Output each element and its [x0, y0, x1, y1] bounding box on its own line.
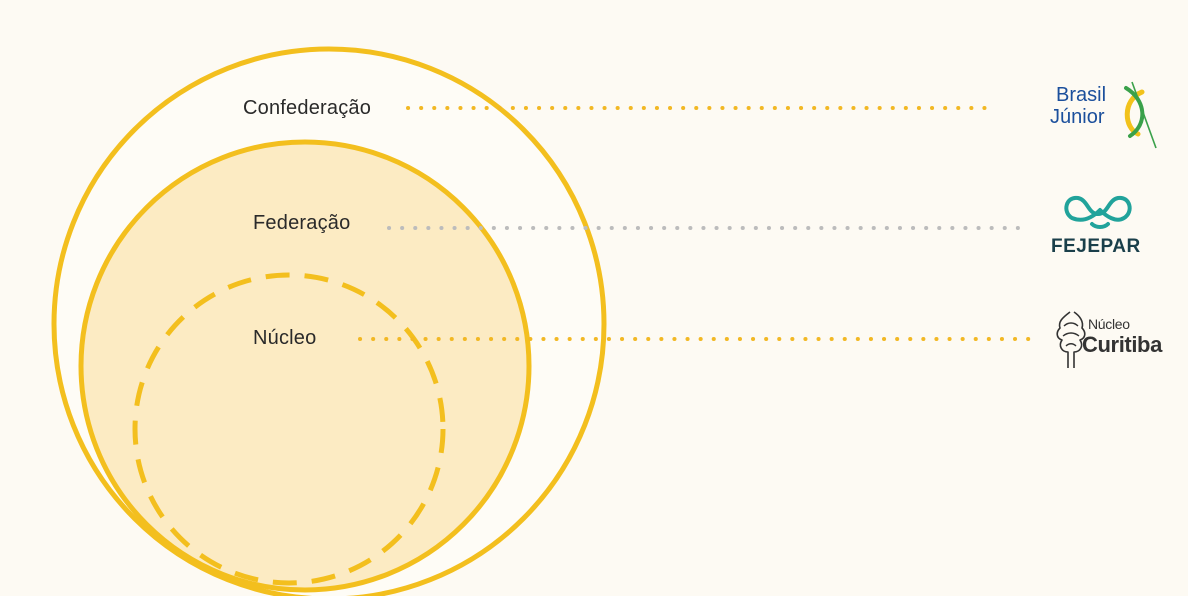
federacao-circle [78, 139, 532, 593]
nucleo-curitiba-logo: Núcleo Curitiba [1054, 308, 1174, 374]
pine-tree-icon [1056, 311, 1086, 368]
nucleo-circle [132, 272, 446, 586]
nucleo-curitiba-big-text: Curitiba [1082, 332, 1162, 357]
brasil-junior-wordmark: Brasil Júnior [1050, 84, 1106, 128]
fejepar-wordmark: FEJEPAR [1051, 236, 1141, 257]
fejepar-icon [1064, 195, 1132, 229]
brasil-junior-line2: Júnior [1050, 106, 1105, 128]
federacao-label: Federação [253, 212, 351, 234]
nucleo-label: Núcleo [253, 327, 317, 349]
brasil-junior-logo: Brasil Júnior [1046, 78, 1158, 150]
fejepar-logo: FEJEPAR [1048, 188, 1152, 262]
brasil-junior-line1: Brasil [1056, 84, 1107, 106]
confederacao-label: Confederação [243, 97, 372, 119]
nucleo-curitiba-small-text: Núcleo [1088, 316, 1130, 332]
brasil-junior-swoosh-icon [1124, 81, 1157, 149]
